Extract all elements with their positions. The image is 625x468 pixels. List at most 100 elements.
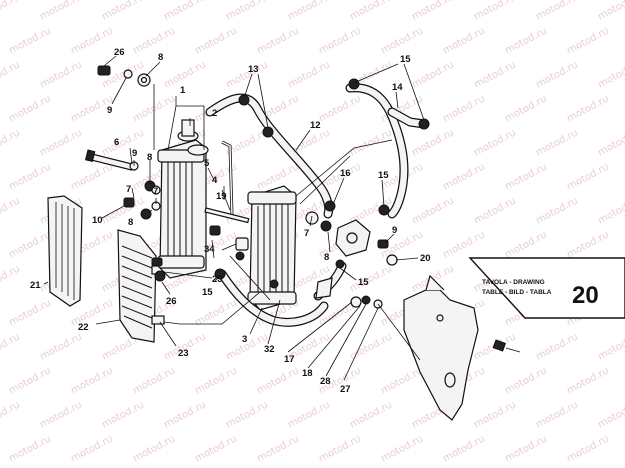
watermark-text: motod.ru bbox=[255, 365, 301, 396]
watermark-text: motod.ru bbox=[100, 195, 146, 226]
watermark-text: motod.ru bbox=[503, 93, 549, 124]
table-title-line1: TAVOLA - DRAWING bbox=[482, 279, 545, 286]
watermark-text: motod.ru bbox=[379, 433, 425, 464]
watermark-text: motod.ru bbox=[534, 195, 580, 226]
watermark-text: motod.ru bbox=[503, 25, 549, 56]
watermark-text: motod.ru bbox=[131, 433, 177, 464]
watermark-text: motod.ru bbox=[69, 365, 115, 396]
watermark-text: motod.ru bbox=[255, 25, 301, 56]
watermark-text: motod.ru bbox=[472, 0, 518, 23]
callout-26-lower: 26 bbox=[166, 296, 177, 307]
callout-15-bottom: 15 bbox=[358, 277, 369, 288]
watermark-text: motod.ru bbox=[162, 399, 208, 430]
watermark-text: motod.ru bbox=[534, 59, 580, 90]
washer-9-top bbox=[123, 69, 133, 79]
watermark-text: motod.ru bbox=[348, 0, 394, 23]
watermark-text: motod.ru bbox=[38, 331, 84, 362]
callout-14: 14 bbox=[392, 82, 403, 93]
watermark-text: motod.ru bbox=[534, 0, 580, 23]
watermark-text: motod.ru bbox=[379, 25, 425, 56]
watermark-text: motod.ru bbox=[410, 127, 456, 158]
grille-clip-lower bbox=[151, 315, 165, 325]
watermark-text: motod.ru bbox=[162, 0, 208, 23]
callout-28: 28 bbox=[320, 376, 331, 387]
callout-7-right: 7 bbox=[304, 228, 309, 239]
callout-15-left: 15 bbox=[202, 287, 213, 298]
left-radiator-bottom-tank bbox=[157, 255, 205, 269]
watermark-text: motod.ru bbox=[596, 127, 625, 158]
watermark-text: motod.ru bbox=[441, 161, 487, 192]
watermark-text: motod.ru bbox=[0, 263, 22, 294]
callout-27: 27 bbox=[340, 384, 351, 395]
watermark-text: motod.ru bbox=[38, 127, 84, 158]
watermark-text: motod.ru bbox=[7, 365, 53, 396]
watermark-text: motod.ru bbox=[0, 59, 22, 90]
watermark-text: motod.ru bbox=[503, 433, 549, 464]
watermark-text: motod.ru bbox=[410, 195, 456, 226]
callout-23-bottom: 23 bbox=[178, 348, 189, 359]
callout-22: 22 bbox=[78, 322, 89, 333]
watermark-text: motod.ru bbox=[503, 229, 549, 260]
watermark-text: motod.ru bbox=[410, 0, 456, 23]
watermark-text: motod.ru bbox=[38, 0, 84, 23]
watermark-text: motod.ru bbox=[565, 433, 611, 464]
callout-7-left: 7 bbox=[126, 184, 131, 195]
watermark-text: motod.ru bbox=[472, 127, 518, 158]
watermark-text: motod.ru bbox=[317, 433, 363, 464]
watermark-text: motod.ru bbox=[472, 399, 518, 430]
watermark-text: motod.ru bbox=[441, 93, 487, 124]
callout-21: 21 bbox=[30, 280, 41, 291]
watermark-text: motod.ru bbox=[503, 365, 549, 396]
watermark-text: motod.ru bbox=[7, 433, 53, 464]
watermark-text: motod.ru bbox=[38, 399, 84, 430]
callout-20: 20 bbox=[420, 253, 431, 264]
callout-6: 6 bbox=[114, 137, 119, 148]
nut-26-top bbox=[97, 65, 111, 76]
callout-3: 3 bbox=[242, 334, 247, 345]
watermark-text: motod.ru bbox=[379, 365, 425, 396]
callout-8-top: 8 bbox=[158, 52, 163, 63]
watermark-text: motod.ru bbox=[441, 25, 487, 56]
callout-12: 12 bbox=[310, 120, 321, 131]
watermark-text: motod.ru bbox=[317, 93, 363, 124]
watermark-text: motod.ru bbox=[100, 127, 146, 158]
watermark-text: motod.ru bbox=[193, 365, 239, 396]
watermark-text: motod.ru bbox=[441, 229, 487, 260]
watermark-text: motod.ru bbox=[7, 93, 53, 124]
watermark-text: motod.ru bbox=[596, 195, 625, 226]
watermark-text: motod.ru bbox=[565, 229, 611, 260]
left-radiator-shroud bbox=[47, 195, 83, 307]
watermark-text: motod.ru bbox=[565, 365, 611, 396]
watermark-text: motod.ru bbox=[100, 399, 146, 430]
watermark-text: motod.ru bbox=[534, 399, 580, 430]
hose-junction bbox=[315, 277, 333, 299]
watermark-text: motod.ru bbox=[69, 433, 115, 464]
callout-32: 32 bbox=[264, 344, 275, 355]
callout-15-top: 15 bbox=[400, 54, 411, 65]
callout-9-mid: 9 bbox=[132, 148, 137, 159]
callout-8-lower: 8 bbox=[128, 217, 133, 228]
table-title-line2: TABLE - BILD - TABLA bbox=[482, 289, 552, 296]
watermark-text: motod.ru bbox=[596, 399, 625, 430]
watermark-text: motod.ru bbox=[348, 331, 394, 362]
callout-34: 34 bbox=[204, 244, 215, 255]
watermark-text: motod.ru bbox=[193, 433, 239, 464]
callout-2: 2 bbox=[212, 108, 217, 119]
watermark-text: motod.ru bbox=[317, 25, 363, 56]
filler-neck bbox=[181, 119, 195, 137]
callout-7-mid: 7 bbox=[153, 186, 158, 197]
right-radiator bbox=[247, 185, 297, 311]
callout-17: 17 bbox=[284, 354, 295, 365]
watermark-text: motod.ru bbox=[596, 0, 625, 23]
watermark-text: motod.ru bbox=[224, 0, 270, 23]
screw-cover bbox=[492, 339, 507, 352]
hardware-parts bbox=[97, 65, 430, 309]
callout-15-right: 15 bbox=[378, 170, 389, 181]
watermark-text: motod.ru bbox=[348, 399, 394, 430]
watermark-text: motod.ru bbox=[596, 59, 625, 90]
callout-19: 19 bbox=[216, 191, 227, 202]
callout-4: 4 bbox=[212, 175, 218, 186]
table-reference-box: TAVOLA - DRAWING TABLE - BILD - TABLA 20 bbox=[468, 257, 625, 319]
watermark-text: motod.ru bbox=[472, 59, 518, 90]
